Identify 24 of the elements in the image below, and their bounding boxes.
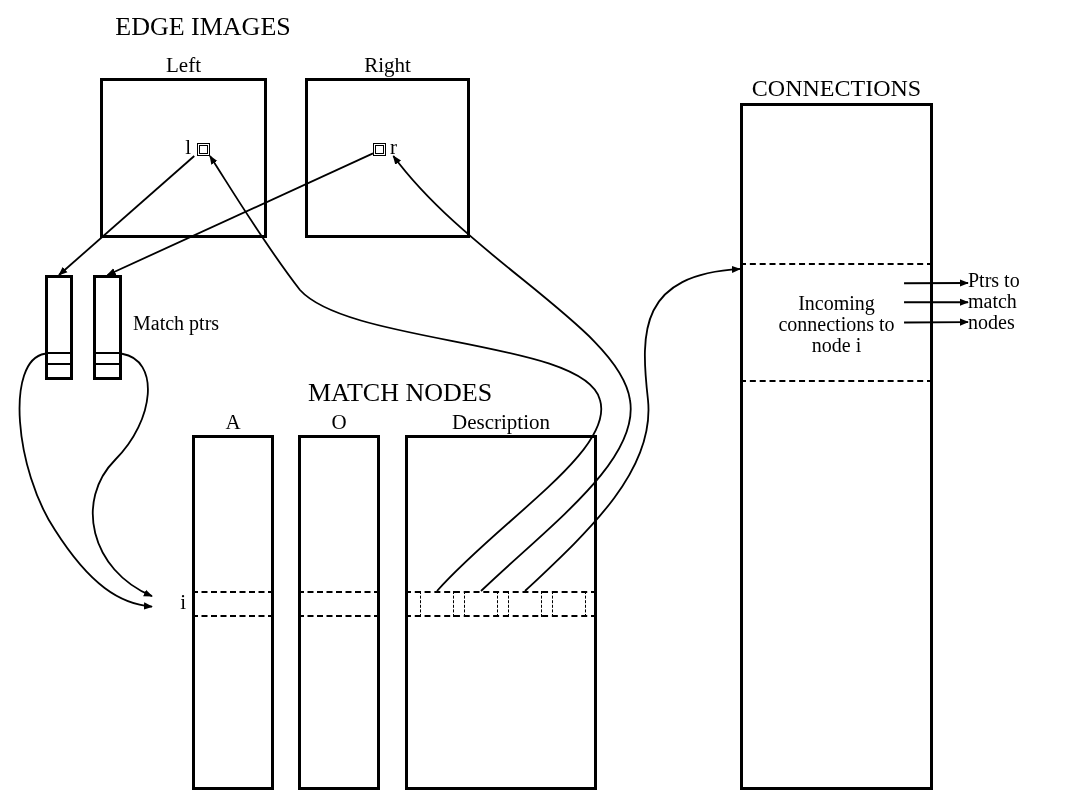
column-heading: Description: [451, 408, 551, 435]
pixel-label: l: [184, 137, 191, 158]
curved-arrow: [209, 155, 603, 592]
section-heading: EDGE IMAGES: [115, 12, 291, 43]
column-heading: O: [330, 408, 348, 435]
column-heading: A: [224, 408, 242, 435]
curved-arrow: [524, 266, 741, 592]
arrow: [106, 152, 374, 276]
table-heading: CONNECTIONS: [750, 73, 923, 103]
pixel-label: r: [390, 137, 398, 158]
arrow: [903, 279, 969, 287]
panel-heading: Right: [363, 51, 412, 78]
section-heading: MATCH NODES: [307, 378, 493, 409]
arrow: [903, 298, 969, 306]
arrow: [903, 318, 969, 326]
panel-heading: Left: [165, 51, 202, 78]
row-label: i: [179, 588, 186, 616]
curved-arrow: [18, 352, 153, 610]
pointer-label: Match ptrs: [133, 312, 220, 335]
section-text: Incoming connections to node i: [777, 291, 896, 358]
curved-arrow: [392, 155, 632, 592]
annotation-text: Ptrs to match nodes: [968, 270, 1021, 332]
curved-arrow: [92, 352, 153, 598]
arrow: [58, 155, 196, 276]
